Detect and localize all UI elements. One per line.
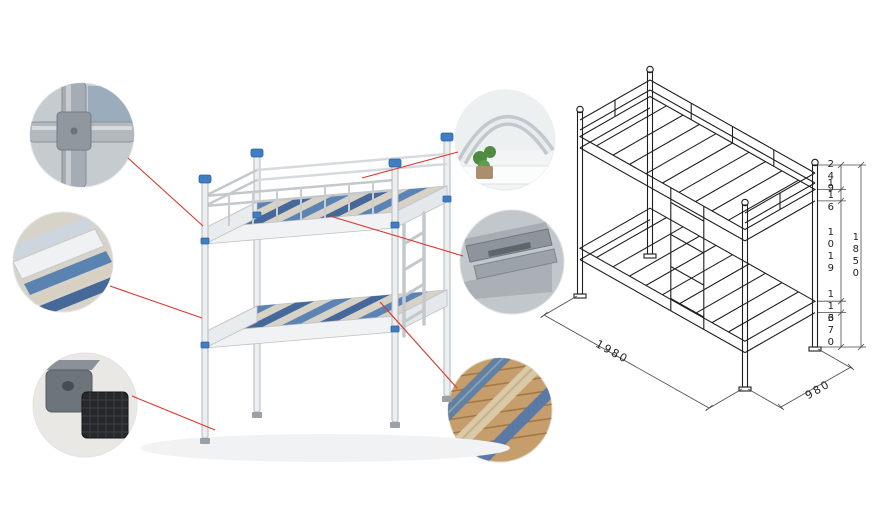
dimension-label-upper-frame: 116 — [825, 178, 837, 214]
tech-post — [576, 111, 584, 295]
post-back-left — [253, 155, 261, 413]
post-front-right — [391, 165, 399, 423]
post-front-left — [201, 181, 209, 439]
joint-band — [252, 211, 262, 219]
foot-pad-photo — [45, 360, 129, 439]
tech-feet — [573, 253, 822, 392]
callout-frame-joint-detail — [29, 82, 135, 188]
dimension-lines — [540, 161, 866, 412]
callout-beam-bracket-detail — [459, 209, 565, 315]
slat-corner-photo — [13, 216, 113, 312]
guardrail-balusters — [228, 182, 374, 226]
tech-post-cap — [646, 65, 654, 74]
post-cap — [198, 174, 212, 184]
bunk-bed-photo — [140, 132, 510, 462]
pointer-line — [131, 395, 216, 431]
post-cap — [388, 158, 402, 168]
joint-band — [390, 221, 400, 229]
guardrail-back — [256, 152, 448, 182]
tech-post-cap — [741, 198, 749, 207]
dimension-label-lower-height: 370 — [825, 313, 837, 349]
ladder — [402, 211, 426, 338]
dimension-label-lower-frame: 116 — [825, 289, 837, 325]
post-cap — [440, 132, 454, 142]
joint-band — [442, 195, 452, 203]
callout-slat-corner-detail — [12, 211, 114, 313]
frame-joint-photo — [30, 83, 134, 187]
post-cap — [250, 148, 264, 158]
technical-drawing — [573, 65, 822, 392]
joint-band — [200, 237, 210, 245]
post-back-right — [443, 139, 451, 397]
tech-post — [811, 164, 819, 348]
tech-post — [741, 204, 749, 388]
pointer-line — [379, 301, 458, 389]
callout-guardrail-tube-detail — [454, 89, 556, 191]
callout-foot-pad-detail — [32, 352, 138, 458]
accent-caps-and-bands — [198, 132, 454, 349]
tech-upper-deck — [578, 95, 817, 242]
tech-guardrails — [579, 79, 816, 224]
tech-post-cap — [576, 105, 584, 114]
pointer-lines — [109, 151, 464, 431]
tech-lower-deck — [578, 207, 817, 354]
pointer-line — [329, 215, 464, 257]
pointer-line — [361, 151, 459, 179]
joint-band — [390, 325, 400, 333]
dimension-label-total-height: 1850 — [850, 232, 862, 280]
tech-post-cap — [811, 158, 819, 167]
feet — [200, 396, 452, 444]
joint-band — [200, 341, 210, 349]
dimension-label-guardrail-height: 249 — [825, 159, 837, 195]
pointer-line — [109, 285, 203, 319]
tech-ladder — [670, 187, 705, 330]
floor-shadow — [140, 434, 510, 462]
pointer-line — [127, 157, 204, 227]
beam-bracket-photo — [464, 222, 558, 300]
dimension-label-clearance: 1019 — [825, 227, 837, 275]
guardrail-tube-photo — [455, 90, 555, 185]
